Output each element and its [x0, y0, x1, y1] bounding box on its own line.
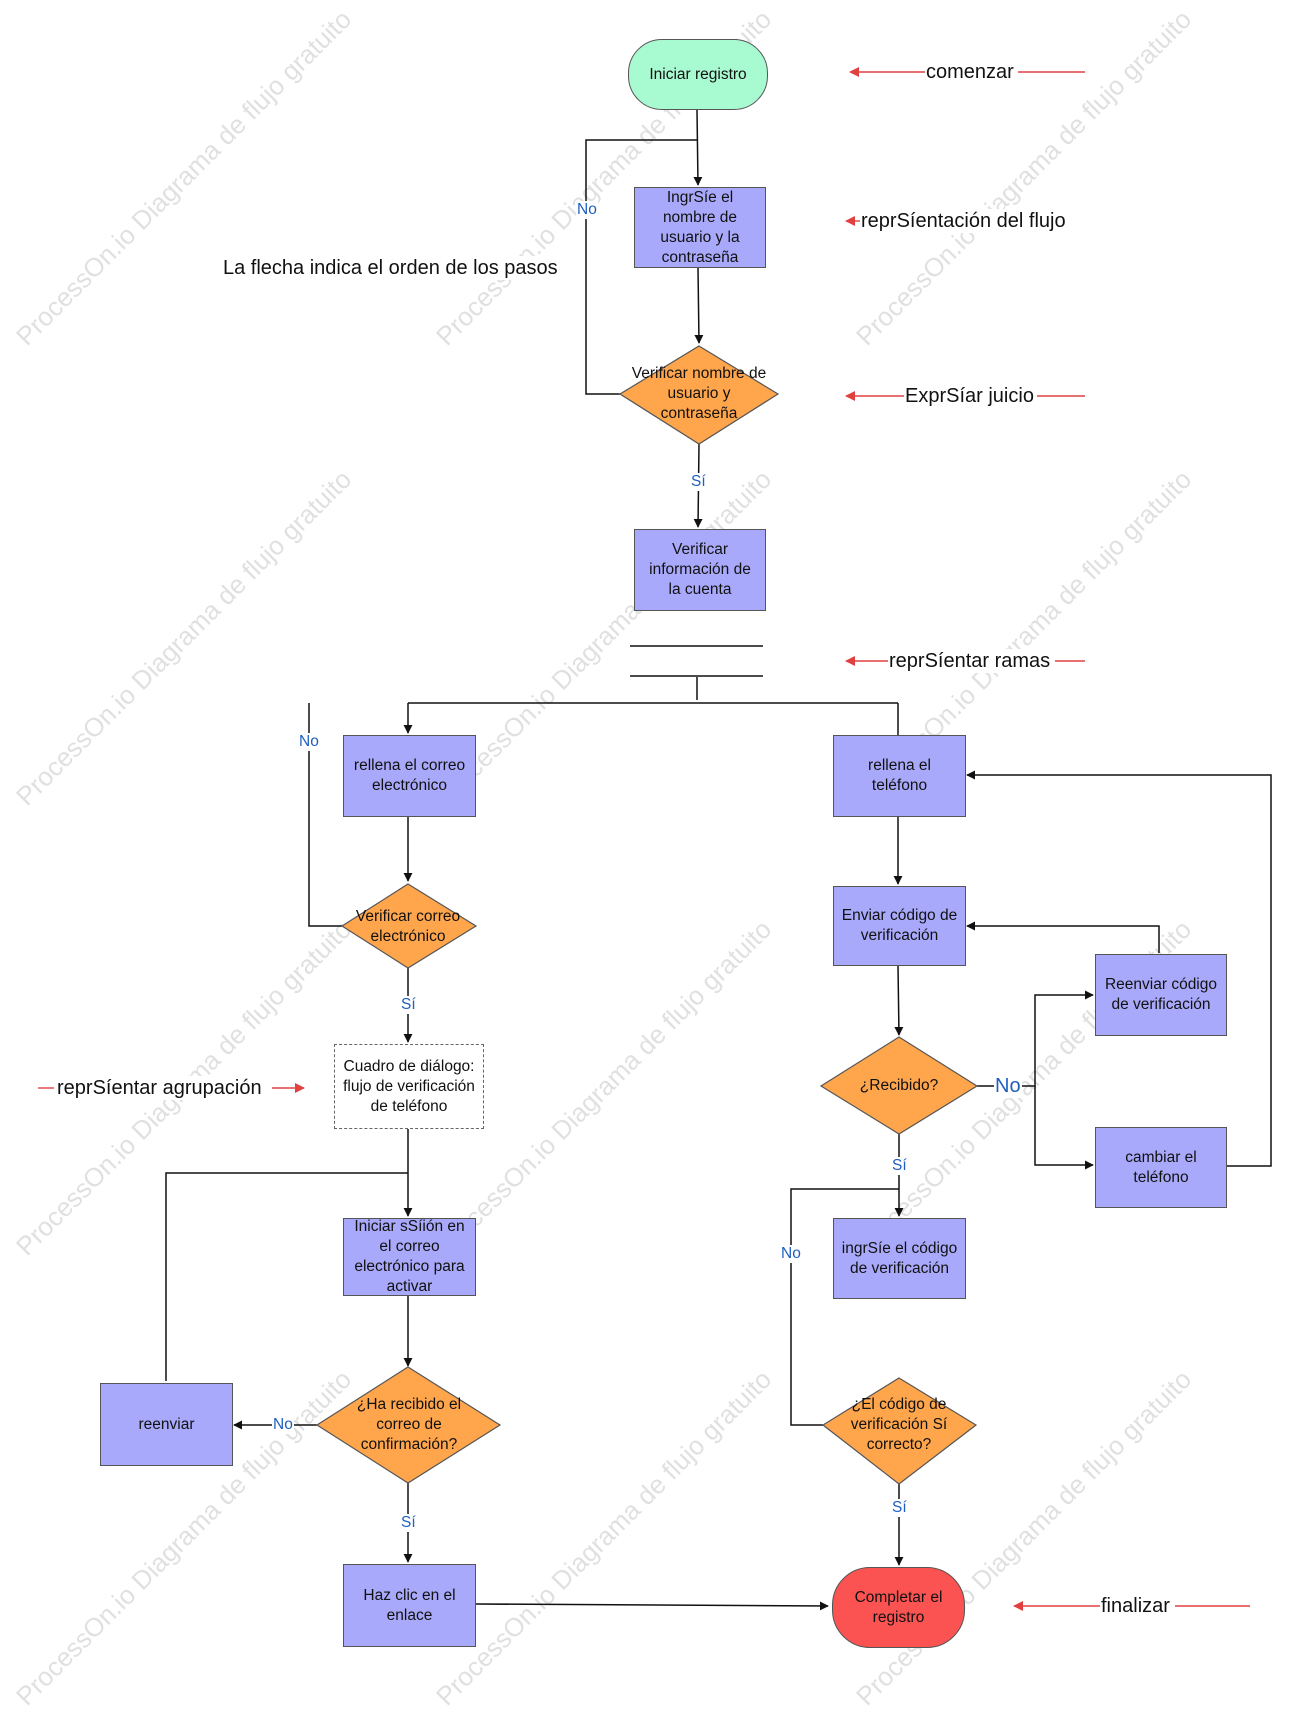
process-change-phone: cambiar el teléfono — [1095, 1127, 1227, 1208]
decision-code-correct: ¿El código de verificación Sí correcto? — [850, 1396, 948, 1453]
annotation-flow: reprSíentación del flujo — [860, 209, 1067, 233]
decision-shape-user — [618, 345, 780, 445]
process-fill-email: rellena el correo electrónico — [343, 735, 476, 817]
edge-label-no-confirm: No — [272, 1416, 294, 1434]
annotation-grouping: reprSíentar agrupación — [56, 1076, 263, 1100]
edge-change-phone — [966, 770, 1272, 1167]
decision-verify-email: Verificar correo electrónico — [355, 908, 461, 945]
group-dialog: Cuadro de diálogo: flujo de verificación… — [334, 1044, 484, 1129]
edge-resend-send — [966, 921, 1160, 953]
edge-label-no-code: No — [780, 1245, 802, 1263]
edge-start-input — [693, 109, 703, 186]
decision-shape-confirm — [315, 1366, 502, 1484]
start-node: Iniciar registro — [628, 39, 768, 110]
edge-label-no-received: No — [994, 1074, 1022, 1098]
process-resend: reenviar — [100, 1383, 233, 1466]
edge-label-yes-received: Sí — [891, 1157, 908, 1175]
decision-shape-code — [821, 1377, 978, 1485]
process-send-code: Enviar código de verificación — [833, 886, 966, 966]
edge-no-received-change — [1034, 1086, 1094, 1170]
edge-no-loop-code — [790, 1188, 899, 1426]
edge-no-received — [977, 990, 1094, 1087]
process-resend-code: Reenviar código de verificación — [1095, 954, 1227, 1036]
annotation-branches: reprSíentar ramas — [888, 649, 1052, 673]
process-input-code: ingrSíe el código de verificación — [833, 1218, 966, 1299]
decision-received: ¿Recibido? — [859, 1077, 939, 1094]
decision-received-confirm: ¿Ha recibido el correo de confirmación? — [356, 1396, 462, 1453]
decision-verify-user: Verificar nombre de usuario y contraseña — [631, 365, 767, 422]
edge-label-yes-user: Sí — [690, 473, 707, 491]
process-input-user: IngrSíe el nombre de usuario y la contra… — [634, 187, 766, 268]
edge-label-no-user: No — [576, 201, 598, 219]
edge-no-loop-email — [308, 703, 342, 927]
process-verify-account: Verificar información de la cuenta — [634, 529, 766, 611]
edge-no-loop-user — [585, 139, 697, 395]
edge-link-end — [475, 1601, 829, 1611]
annotation-judgment: ExprSíar juicio — [904, 384, 1035, 408]
decision-shape-received — [819, 1036, 979, 1135]
decision-shape-email — [340, 883, 478, 969]
annotation-end: finalizar — [1100, 1594, 1171, 1618]
edge-label-yes-code: Sí — [891, 1499, 908, 1517]
edge-label-yes-confirm: Sí — [400, 1514, 417, 1532]
edge-resend-loop — [165, 1172, 408, 1381]
edge-label-yes-email: Sí — [400, 996, 417, 1014]
annotation-arrow-order: La flecha indica el orden de los pasos — [222, 256, 559, 280]
edge-send-received — [894, 965, 904, 1036]
annotation-start: comenzar — [925, 60, 1015, 84]
process-click-link: Haz clic en el enlace — [343, 1564, 476, 1647]
end-node: Completar el registro — [832, 1567, 965, 1648]
process-fill-phone: rellena el teléfono — [833, 735, 966, 817]
process-login-email: Iniciar sSíión en el correo electrónico … — [343, 1218, 476, 1296]
edge-input-verify — [694, 267, 704, 344]
edge-label-no-email: No — [298, 733, 320, 751]
